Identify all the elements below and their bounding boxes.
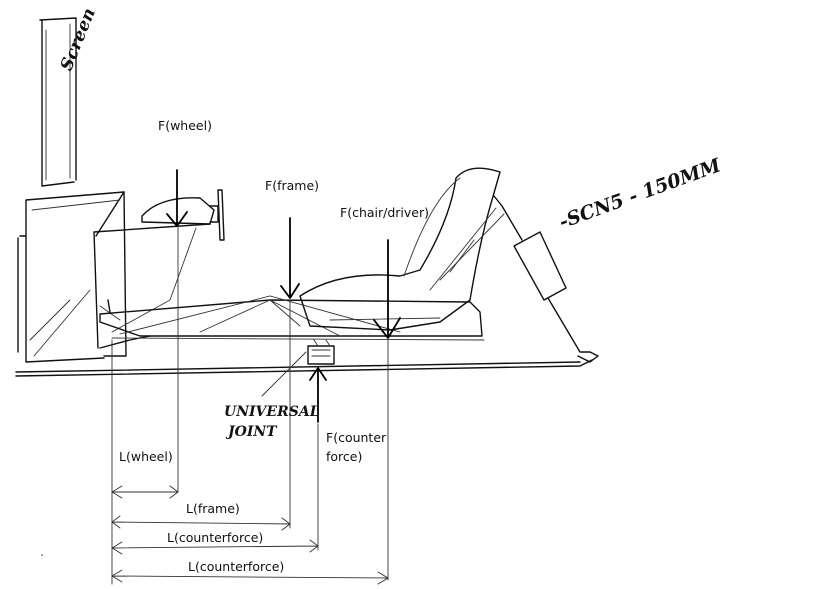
l-wheel-label: L(wheel) [119, 449, 173, 464]
seat [299, 167, 501, 331]
wheel-deck [93, 223, 211, 349]
force-arrow-frame [280, 217, 300, 299]
f-wheel-label: F(wheel) [158, 118, 212, 133]
l-frame-label: L(frame) [186, 501, 240, 516]
f-counterforce-label: F(counter [326, 430, 387, 445]
frame-rails [99, 295, 485, 341]
screen-drawing [39, 17, 77, 187]
stray-dot [41, 554, 43, 556]
universal-joint-label: UNIVERSAL [224, 404, 320, 420]
universal-joint-label-2: JOINT [228, 424, 277, 440]
steering-wheel [141, 189, 225, 241]
dimension-counterforce-2 [111, 569, 389, 585]
reference-lines [111, 225, 389, 585]
f-chair-label: F(chair/driver) [340, 205, 429, 220]
force-arrow-counterforce [309, 367, 327, 423]
screen-stand [17, 191, 127, 363]
dimension-counterforce-1 [111, 539, 319, 555]
l-counterforce-label-2: L(counterforce) [188, 559, 285, 574]
force-arrow-chair [373, 239, 401, 339]
dimension-frame [111, 515, 291, 531]
actuator-drawing [429, 195, 599, 363]
f-frame-label: F(frame) [265, 178, 320, 193]
l-counterforce-label: L(counterforce) [167, 530, 264, 545]
floor-line [15, 359, 593, 377]
universal-joint [261, 339, 335, 397]
force-arrow-wheel [166, 169, 188, 227]
f-counterforce-label-2: force) [326, 449, 363, 464]
dimension-wheel [111, 485, 179, 499]
